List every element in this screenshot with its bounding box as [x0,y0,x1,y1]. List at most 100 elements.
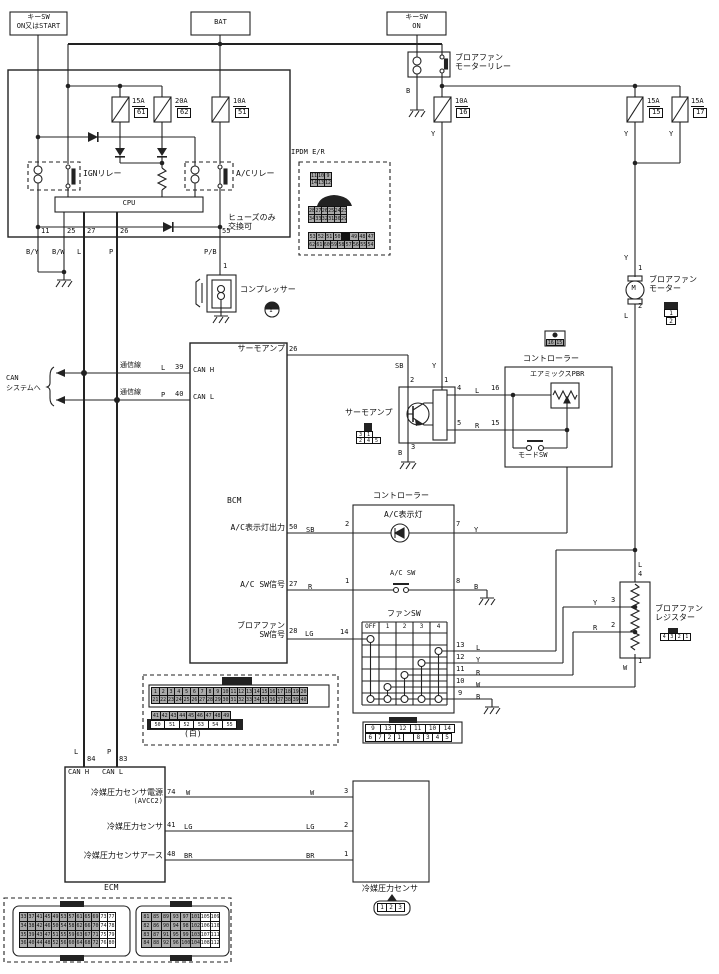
key-sw-on-2: ON [412,22,421,30]
blower-relay-2: モーターリレー [455,62,511,71]
pin-cell: 10 [424,724,441,733]
pin-cell: 53 [193,720,209,729]
blower-res-2: レジスター [655,613,695,622]
fuse-note-2: 交換可 [228,222,252,231]
wire-l-ecm: L [74,748,79,756]
pin-cell: 55 [221,720,238,729]
wire-w-res: W [623,664,628,672]
compressor-conn-1: 1 [269,307,273,314]
bcm-can-h: CAN H [193,366,215,374]
white-conn-label: (白) [184,729,202,738]
wire-y-f16: Y [431,130,436,138]
wire-l-motor: L [624,312,629,320]
wire-y-thermo: Y [432,362,437,370]
wire-r-res: R [593,624,598,632]
mode-sw-label: モードSW [518,451,548,459]
pin-cell: 9 [365,724,381,733]
pin-27: 27 [87,227,96,235]
pin-cell: 50 [150,720,166,729]
pin-41: 41 [167,821,176,829]
rps-power-1: 冷媒圧力センサ電源 [91,788,163,797]
fuse61-amp: 15A [132,97,145,107]
ipdm-connector-c-row2: 626160595857565554 [308,240,375,249]
fuse62-amp: 20A [175,97,188,107]
fuse51-id: 51 [235,108,250,118]
pin-cell: 1 [682,633,691,641]
ctrl-pin-14: 14 [340,628,349,636]
cpu-label: CPU [122,199,136,207]
wire-b-relay: B [406,87,411,95]
controller1-label: コントローラー [523,354,579,363]
fuse17-id: 17 [693,108,708,118]
thermo-pin-2: 2 [410,376,415,384]
wire-w-s: W [310,789,315,797]
bcm-can-l: CAN L [193,393,215,401]
pin-cell: 14 [439,724,456,733]
fan-hd-2: 2 [402,623,407,630]
fuse15-amp: 15A [647,97,660,107]
pin-25: 25 [67,227,76,235]
fuse62-id: 62 [177,108,192,118]
pin-cell: 29 [339,214,348,223]
thermo-amp-label: サーモアンプ [345,408,393,417]
fuse16-amp: 10A [455,97,468,107]
rps-signal: 冷媒圧力センサ [107,822,163,831]
pin-cell: 12 [394,724,411,733]
wire-p-ecm: P [107,748,112,756]
fuse15-id: 15 [649,108,664,118]
thermo-pin-1: 1 [444,376,449,384]
pin-83: 83 [119,755,128,763]
wire-l-res: L [638,561,643,569]
pin-cell: 1 [664,309,678,317]
wire-by: B/Y [26,248,39,256]
ecm-can-l: CAN L [102,768,124,776]
ecm-can-h: CAN H [68,768,90,776]
wire-bw: B/W [52,248,65,256]
fan-hd-4: 4 [436,623,441,630]
sensor-label: 冷媒圧力センサ [362,884,418,893]
ctrl-pin-8: 8 [456,577,461,585]
wire-p-40: P [161,391,166,399]
wire-br-48: BR [184,852,193,860]
pin-cell: 3 [395,903,405,912]
res-pin-3: 3 [611,596,616,604]
rps-ground: 冷媒圧力センサアース [83,851,163,860]
airmix-pbr-label: エアミックスPBR [530,370,585,378]
wire-l: L [77,248,82,256]
ctrl-pin-2: 2 [345,520,350,528]
pin-cell: 40 [299,695,308,704]
fan-hd-1: 1 [385,623,390,630]
can-label-1: CAN [6,374,19,382]
wire-l-13: L [476,644,481,652]
rps-power-2: (AVCC2) [133,797,163,805]
comm-line-2: 通信線 [120,388,141,396]
wire-y-res: Y [593,599,598,607]
res-pin-2: 2 [611,621,616,629]
ipdm-er-label: IPDM E/R [291,148,325,156]
ctrl-pin-16: 16 [491,384,500,392]
thermo-pin-4: 4 [457,384,462,392]
pin-84: 84 [87,755,96,763]
pin-26: 26 [120,227,129,235]
wire-y-7: Y [474,526,479,534]
sensor-pin-3: 3 [344,787,349,795]
wire-b-9: B [476,693,481,701]
ecm-label: ECM [104,883,119,892]
wire-b-thermo: B [398,449,403,457]
wire-b-8: B [474,583,479,591]
pin-cell: 5 [372,437,381,444]
fuse-note-1: ヒューズのみ [228,213,276,222]
ctrl-pin-15: 15 [491,419,500,427]
blower-sig-2: SW信号 [259,630,285,639]
thermo-pin-5: 5 [457,419,462,427]
pin-26-bcm: 26 [289,345,298,353]
